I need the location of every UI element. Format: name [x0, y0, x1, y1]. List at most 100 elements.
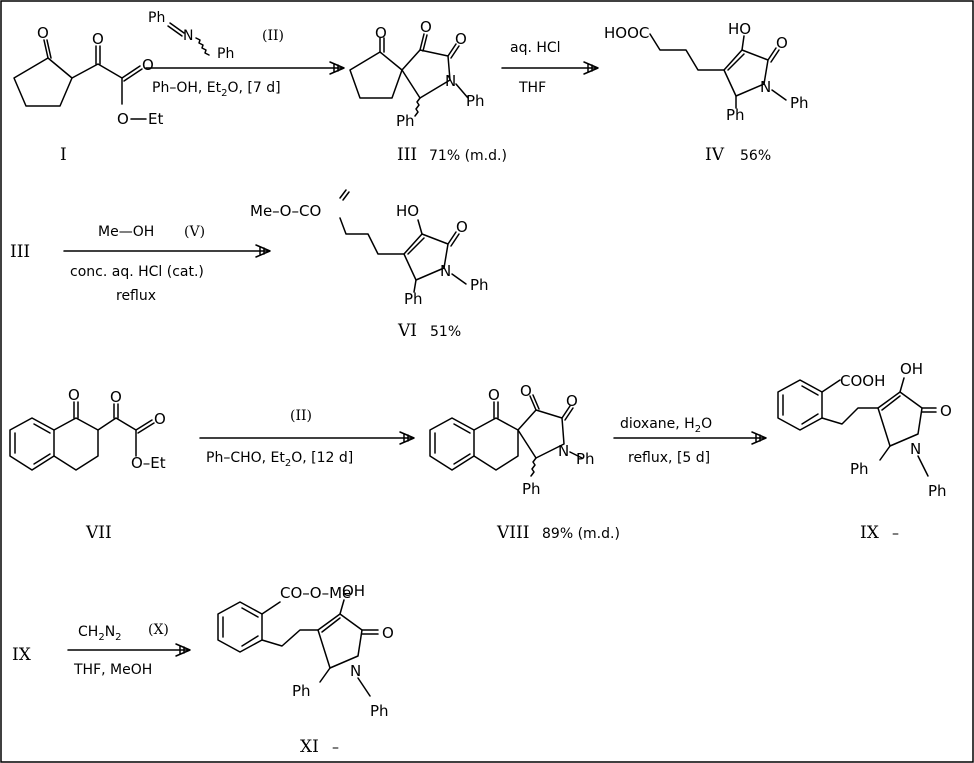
oh-label: OH	[900, 360, 923, 378]
label-IX: IX	[860, 523, 880, 543]
yield-XI: –	[332, 740, 339, 756]
ester-o: O	[142, 56, 154, 74]
arrow-3-head	[255, 244, 271, 258]
arrow-6-head	[175, 643, 191, 657]
arrow-3-mid: conc. aq. HCl (cat.)	[70, 264, 204, 280]
arrow-5-bottom: reflux, [5 d]	[628, 450, 710, 466]
n-ph-bond	[455, 83, 469, 99]
arrow-1-head	[329, 61, 345, 75]
n-ph: Ph	[470, 276, 489, 294]
c-ph: Ph	[726, 106, 745, 124]
reagent-V: (V)	[184, 224, 205, 240]
ester-o2: O	[117, 110, 129, 128]
label-I: I	[60, 145, 67, 165]
imine-wavy	[195, 37, 210, 56]
label-VI: VI	[397, 321, 417, 341]
pyrroline-ring	[723, 49, 769, 97]
ethyl-linker	[261, 629, 319, 647]
keto-carbonyl	[95, 45, 101, 65]
arrow-1: Ph N Ph (II) Ph–OH, Et2O, [7 d]	[145, 10, 345, 99]
ester-carbonyl	[121, 65, 143, 82]
arrow-5: dioxane, H2O reflux, [5 d]	[613, 416, 767, 466]
oh-label: OH	[342, 582, 365, 600]
arrow-1-conditions: Ph–OH, Et2O, [7 d]	[152, 80, 281, 99]
arrow-2-bottom: THF	[518, 80, 546, 96]
ring-n: N	[440, 262, 451, 280]
c2-o: O	[776, 34, 788, 52]
compound-I: O O O O Et I	[13, 24, 163, 165]
arrow-5-head	[751, 431, 767, 445]
pyrrolidine-ring	[401, 49, 451, 99]
c-ph: Ph	[396, 112, 415, 130]
arrow-3-bottom: reflux	[116, 288, 156, 304]
c2-carbonyl	[361, 629, 379, 635]
ketone-o: O	[37, 24, 49, 42]
arrow-2-top: aq. HCl	[510, 40, 561, 56]
acid-group: HOOC	[604, 24, 649, 42]
oh-bond	[741, 35, 745, 51]
n-ph-bond	[451, 273, 467, 285]
ketone-o: O	[68, 386, 80, 404]
ester-group: Me–O–CO	[250, 202, 321, 220]
et-group: Et	[148, 110, 163, 128]
c5-ph-bond	[413, 279, 417, 293]
cyclopentane-ring	[349, 51, 403, 99]
oh-label: HO	[396, 202, 419, 220]
c-ph: Ph	[850, 460, 869, 478]
c3-o: O	[520, 382, 532, 400]
compound-IX: COOH OH O N Ph Ph IX –	[777, 360, 952, 543]
ketone-o: O	[488, 386, 500, 404]
c-ph-wavy	[414, 97, 421, 117]
compound-VIII: O O O N Ph Ph VIII 89% (m.d.)	[429, 382, 620, 543]
ketone-bond	[379, 37, 385, 53]
arrow-4-conditions: Ph–CHO, Et2O, [12 d]	[206, 450, 353, 469]
n-ph: Ph	[370, 702, 389, 720]
compound-VI: Me–O–CO HO O N Ph Ph VI 51%	[250, 189, 489, 341]
ester-o: O	[154, 410, 166, 428]
n-ph-bond	[771, 89, 787, 101]
ester-carbonyl	[135, 419, 155, 434]
yield-VIII: 89% (m.d.)	[542, 526, 620, 542]
keto-carbonyl	[113, 403, 119, 419]
c-ph: Ph	[292, 682, 311, 700]
label-XI: XI	[300, 737, 319, 757]
imine-ph2: Ph	[217, 46, 234, 62]
n-ph-bond	[569, 451, 583, 459]
c3-c4-double	[881, 395, 901, 411]
c3-carbonyl	[529, 394, 540, 411]
arrow-2: aq. HCl THF	[501, 40, 599, 96]
ester-group: CO–O–Me	[280, 584, 351, 602]
c2-carbonyl	[767, 47, 780, 63]
c5-ph-bond	[319, 667, 331, 683]
imine-n: N	[183, 28, 193, 44]
label-VII: VII	[85, 523, 112, 543]
c3-o: O	[420, 18, 432, 36]
acid-group: COOH	[840, 372, 885, 390]
arrow-6: CH2N2 (X) THF, MeOH	[67, 622, 191, 678]
reagent-X: (X)	[148, 622, 169, 638]
butanoate-chain	[339, 217, 405, 255]
arrow-6-bottom: THF, MeOH	[73, 662, 152, 678]
arrow-6-top: CH2N2	[78, 624, 122, 643]
ester-carbonyl	[339, 189, 350, 201]
arrow-5-top: dioxane, H2O	[620, 416, 712, 435]
ring-n: N	[350, 662, 361, 680]
compound-III: O O O N Ph Ph III 71% (m.d.)	[349, 18, 507, 165]
oh-bond	[339, 599, 345, 615]
benzene-inner	[14, 423, 51, 465]
reagent-II: (II)	[262, 28, 284, 44]
ring-n: N	[760, 78, 771, 96]
ketone-bond	[43, 39, 52, 59]
c5-ph-bond	[879, 445, 891, 461]
pyrrolidine-ring	[517, 409, 565, 459]
side-chain	[71, 63, 123, 105]
c3-c4-double	[321, 617, 341, 633]
c-ph: Ph	[404, 290, 423, 308]
c2-carbonyl	[447, 43, 460, 59]
arrow-2-head	[583, 61, 599, 75]
n-ph: Ph	[928, 482, 947, 500]
keto-o: O	[92, 30, 104, 48]
cyclohexanone-ring	[473, 417, 519, 471]
